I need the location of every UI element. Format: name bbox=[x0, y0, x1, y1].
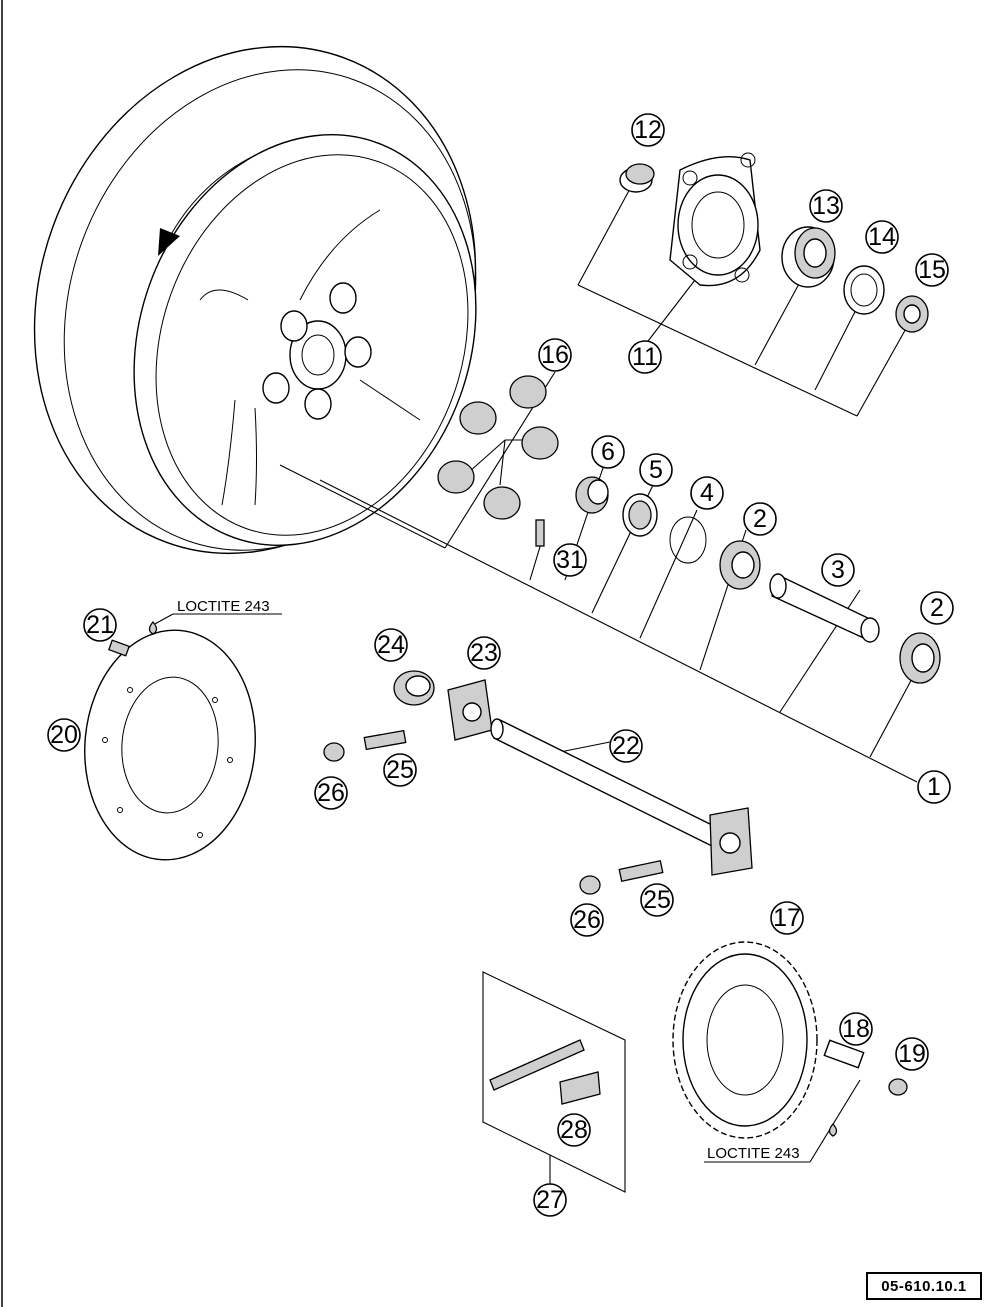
loctite-drop-disc bbox=[148, 621, 158, 635]
leader-lines bbox=[152, 184, 923, 1193]
svg-text:13: 13 bbox=[812, 192, 840, 220]
damper-rubbers-16 bbox=[437, 375, 559, 520]
callout-13: 13 bbox=[809, 189, 843, 223]
svg-text:16: 16 bbox=[541, 341, 569, 369]
svg-text:31: 31 bbox=[556, 546, 584, 574]
svg-text:25: 25 bbox=[643, 886, 671, 914]
loctite-note-disc: LOCTITE 243 bbox=[177, 598, 270, 615]
callout-31: 31 bbox=[553, 543, 587, 577]
bearing-13 bbox=[781, 226, 836, 288]
callout-12: 12 bbox=[631, 113, 665, 147]
svg-text:11: 11 bbox=[632, 343, 658, 371]
svg-text:15: 15 bbox=[918, 256, 946, 284]
spacer-6 bbox=[575, 476, 609, 514]
svg-text:21: 21 bbox=[86, 611, 114, 639]
nut-26-left bbox=[323, 742, 345, 762]
svg-text:12: 12 bbox=[634, 116, 662, 144]
svg-text:4: 4 bbox=[700, 479, 714, 507]
callout-27: 27 bbox=[533, 1183, 567, 1217]
adjuster-screw-25-right bbox=[618, 859, 664, 883]
callout-19: 19 bbox=[895, 1037, 929, 1071]
chain-adjuster-23 bbox=[447, 679, 493, 741]
svg-text:23: 23 bbox=[470, 639, 498, 667]
callout-28: 28 bbox=[557, 1113, 591, 1147]
svg-text:17: 17 bbox=[773, 904, 801, 932]
callout-26-right: 26 bbox=[570, 903, 604, 937]
sprocket-bolt-18 bbox=[823, 1039, 865, 1069]
drawing-code-label: 05-610.10.1 bbox=[866, 1272, 982, 1300]
spacer-bushing-12 bbox=[619, 163, 655, 193]
svg-text:26: 26 bbox=[573, 906, 601, 934]
callout-18: 18 bbox=[839, 1012, 873, 1046]
svg-text:2: 2 bbox=[930, 594, 944, 622]
callout-25-right: 25 bbox=[640, 883, 674, 917]
brake-disc-20 bbox=[84, 629, 256, 861]
bearing-2-outer bbox=[899, 632, 941, 684]
svg-text:5: 5 bbox=[649, 456, 663, 484]
rear-wheel-rim bbox=[33, 45, 477, 555]
callout-1: 1 bbox=[917, 770, 951, 804]
valve-31 bbox=[535, 519, 545, 547]
callout-5: 5 bbox=[639, 453, 673, 487]
shaft-seal-14 bbox=[843, 265, 885, 315]
svg-text:28: 28 bbox=[560, 1116, 588, 1144]
drive-chain-28 bbox=[489, 1039, 601, 1105]
svg-text:24: 24 bbox=[377, 631, 405, 659]
callout-21: 21 bbox=[83, 608, 117, 642]
svg-text:22: 22 bbox=[612, 732, 640, 760]
callout-20: 20 bbox=[47, 718, 81, 752]
axle-nut-24 bbox=[393, 670, 435, 706]
callout-14: 14 bbox=[865, 220, 899, 254]
adjuster-screw-25-left bbox=[363, 729, 407, 751]
callout-15: 15 bbox=[915, 253, 949, 287]
svg-text:25: 25 bbox=[386, 756, 414, 784]
callout-2-outer: 2 bbox=[920, 591, 954, 625]
svg-text:26: 26 bbox=[317, 779, 345, 807]
callout-25-left: 25 bbox=[383, 753, 417, 787]
svg-text:3: 3 bbox=[831, 556, 845, 584]
spacer-15 bbox=[895, 295, 929, 333]
rear-sprocket-17 bbox=[672, 941, 818, 1139]
callout-23: 23 bbox=[467, 636, 501, 670]
svg-text:1: 1 bbox=[927, 773, 941, 801]
nut-26-right bbox=[579, 875, 601, 895]
callout-3: 3 bbox=[821, 553, 855, 587]
disc-screw-21 bbox=[107, 639, 131, 657]
svg-text:27: 27 bbox=[536, 1186, 564, 1214]
callout-11: 11 bbox=[628, 340, 662, 374]
bearing-2-inner bbox=[719, 540, 761, 590]
callout-16: 16 bbox=[538, 338, 572, 372]
circlip-4 bbox=[669, 516, 707, 564]
shaft-seal-5 bbox=[622, 493, 658, 537]
loctite-note-sprocket: LOCTITE 243 bbox=[707, 1145, 800, 1162]
svg-text:14: 14 bbox=[868, 223, 896, 251]
distance-tube-3 bbox=[769, 573, 880, 643]
svg-text:2: 2 bbox=[753, 505, 767, 533]
callout-2-inner: 2 bbox=[743, 502, 777, 536]
callout-22: 22 bbox=[609, 729, 643, 763]
sprocket-nut-19 bbox=[888, 1078, 908, 1096]
svg-text:18: 18 bbox=[842, 1015, 870, 1043]
wheel-spindle-22 bbox=[490, 718, 753, 876]
sprocket-carrier bbox=[669, 152, 761, 287]
callout-26-left: 26 bbox=[314, 776, 348, 810]
loctite-drop-sprocket bbox=[828, 1123, 838, 1137]
svg-text:19: 19 bbox=[898, 1040, 926, 1068]
callout-17: 17 bbox=[770, 901, 804, 935]
svg-text:20: 20 bbox=[50, 721, 78, 749]
callout-24: 24 bbox=[374, 628, 408, 662]
callout-4: 4 bbox=[690, 476, 724, 510]
callout-6: 6 bbox=[591, 435, 625, 469]
svg-text:6: 6 bbox=[601, 438, 615, 466]
